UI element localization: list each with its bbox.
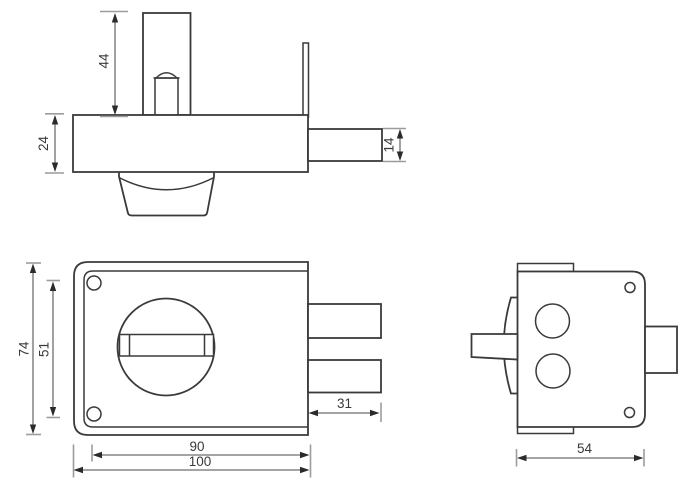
dim-14-arrow-up (396, 129, 404, 139)
dim-90-arrow-left (92, 451, 102, 459)
dim-44-arrow-down (111, 105, 119, 115)
dim-label-side-depth: 54 (577, 441, 593, 456)
top-view-follower-cap (155, 72, 178, 79)
top-view-faceplate-strip (302, 42, 310, 118)
front-view-screw-hole-bottom (86, 406, 102, 422)
side-view-lock-case (516, 270, 646, 428)
dim-51-arrow-up (49, 281, 57, 291)
dim-label-screw-spacing: 51 (37, 342, 52, 357)
top-view-bolt (307, 128, 383, 162)
front-view-thumb-turn-ends (128, 334, 206, 356)
dim-label-plate-height: 74 (17, 341, 32, 357)
side-view-flange-top (516, 262, 575, 273)
dim-side-depth: 54 (515, 441, 645, 467)
dim-plate-height: 74 (17, 262, 41, 436)
front-view-case-outline (83, 270, 308, 428)
side-view-screw-hole-top (624, 281, 636, 294)
dim-74-arrow-up (29, 263, 37, 273)
side-view-screw-hole-bottom (623, 406, 636, 419)
dim-51-arrow-down (49, 407, 57, 417)
front-view-screw-hole-top (86, 275, 102, 291)
dim-24-arrow-down (51, 162, 59, 172)
dim-case-depth-top: 24 (36, 113, 64, 174)
dim-plate-width: 100 (72, 444, 310, 478)
dim-bolt-throw: 31 (308, 396, 382, 422)
front-view-bolt-lower (307, 359, 382, 394)
dim-label-plate-width: 100 (189, 454, 212, 469)
top-view-cylinder-dome-arc (118, 176, 215, 191)
dim-31-arrow-left (308, 409, 318, 417)
top-view-lock-case (72, 114, 309, 173)
dim-24-arrow-up (51, 115, 59, 125)
dim-90-arrow-right (300, 451, 310, 459)
top-view-cylinder (118, 172, 215, 217)
front-view-bolt-upper (307, 303, 382, 339)
side-view-bolt (644, 325, 678, 374)
top-view-follower-rod (154, 77, 179, 116)
dim-31-arrow-right (370, 409, 380, 417)
dim-label-follower-height: 44 (97, 53, 112, 69)
dim-label-case-width: 90 (189, 439, 204, 454)
dim-follower-height: 44 (97, 10, 128, 118)
side-view-hole-upper (534, 303, 571, 339)
side-view: 54 (470, 262, 678, 467)
dim-100-arrow-right (300, 466, 310, 474)
front-view: 74 51 31 90 (17, 261, 382, 478)
front-view-thumb-turn-bar (118, 333, 215, 357)
dim-case-width: 90 (91, 439, 312, 478)
dim-14-arrow-down (396, 151, 404, 161)
dim-label-bolt-throw: 31 (337, 396, 352, 411)
dim-label-bolt-thickness: 14 (382, 137, 397, 153)
dim-54-arrow-left (517, 454, 527, 462)
dim-screw-spacing: 51 (37, 279, 60, 419)
side-view-hole-lower (535, 353, 571, 389)
dim-label-case-depth: 24 (36, 136, 51, 152)
dim-100-arrow-left (73, 466, 83, 474)
dim-74-arrow-down (29, 424, 37, 434)
top-view: 44 24 14 (36, 10, 406, 217)
dim-44-arrow-up (111, 13, 119, 23)
side-view-thumb-turn-tab (470, 333, 519, 361)
dim-54-arrow-right (634, 454, 644, 462)
dim-bolt-thickness: 14 (382, 127, 406, 163)
